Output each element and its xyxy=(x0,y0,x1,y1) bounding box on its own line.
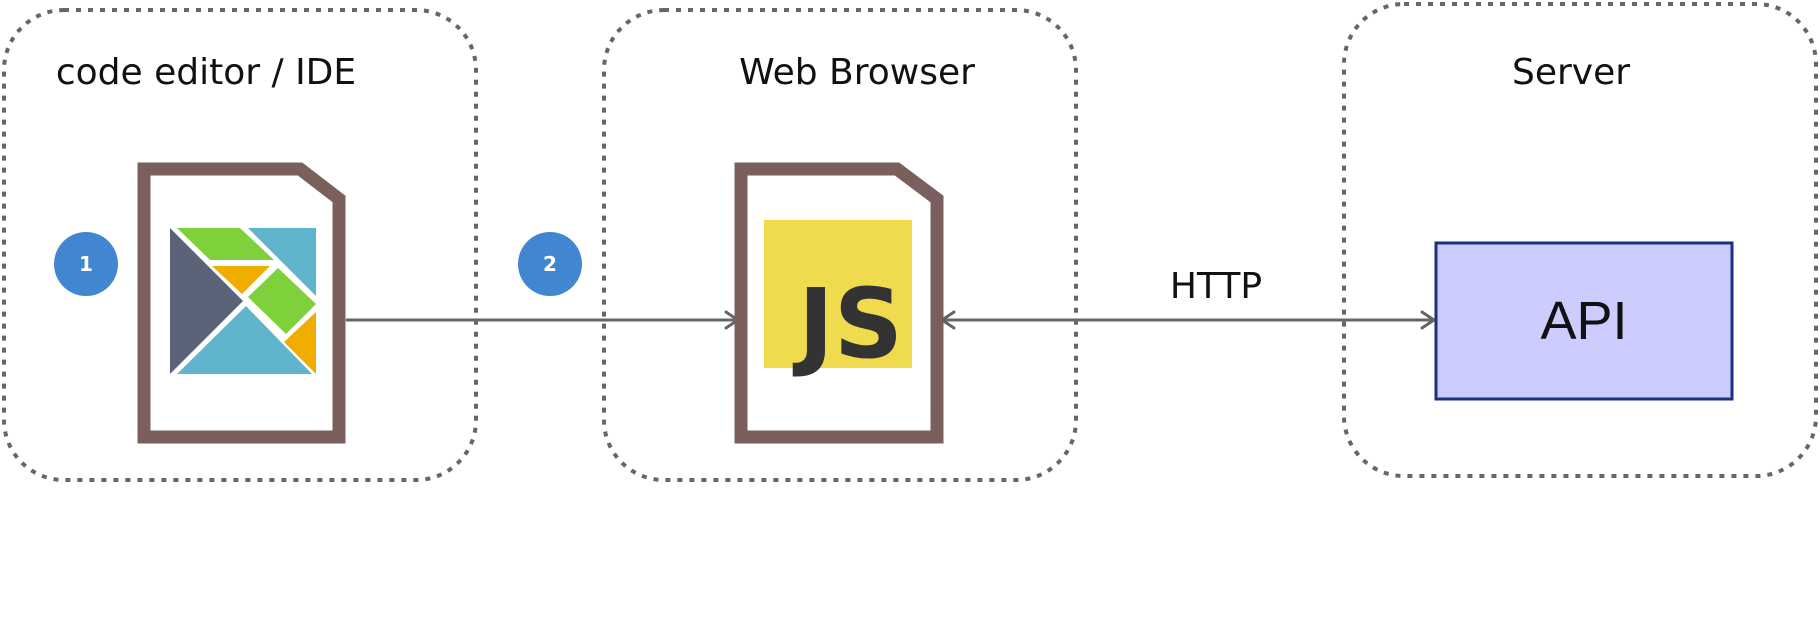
step-badge-1: 1 xyxy=(54,232,118,296)
step-badge-1-label: 1 xyxy=(79,252,93,276)
group-code-editor-title: code editor / IDE xyxy=(56,52,356,93)
group-server-border xyxy=(1342,2,1818,478)
group-server-title: Server xyxy=(1512,52,1630,93)
elm-file-node xyxy=(137,162,346,444)
elm-logo-icon xyxy=(170,228,316,374)
step-badge-2: 2 xyxy=(518,232,582,296)
group-web-browser: Web Browser xyxy=(602,8,1078,482)
api-box xyxy=(1434,241,1734,401)
js-file-node: JS xyxy=(734,162,944,444)
edge-http-label: HTTP xyxy=(1170,266,1262,307)
step-badge-2-label: 2 xyxy=(543,252,557,276)
group-code-editor: code editor / IDE xyxy=(2,8,478,482)
javascript-logo-icon: JS xyxy=(764,220,912,380)
group-web-browser-title: Web Browser xyxy=(739,52,975,93)
javascript-logo-label: JS xyxy=(792,268,903,380)
group-server: Server xyxy=(1342,2,1818,478)
api-label: API xyxy=(1540,291,1627,351)
api-node: API xyxy=(1434,241,1734,401)
